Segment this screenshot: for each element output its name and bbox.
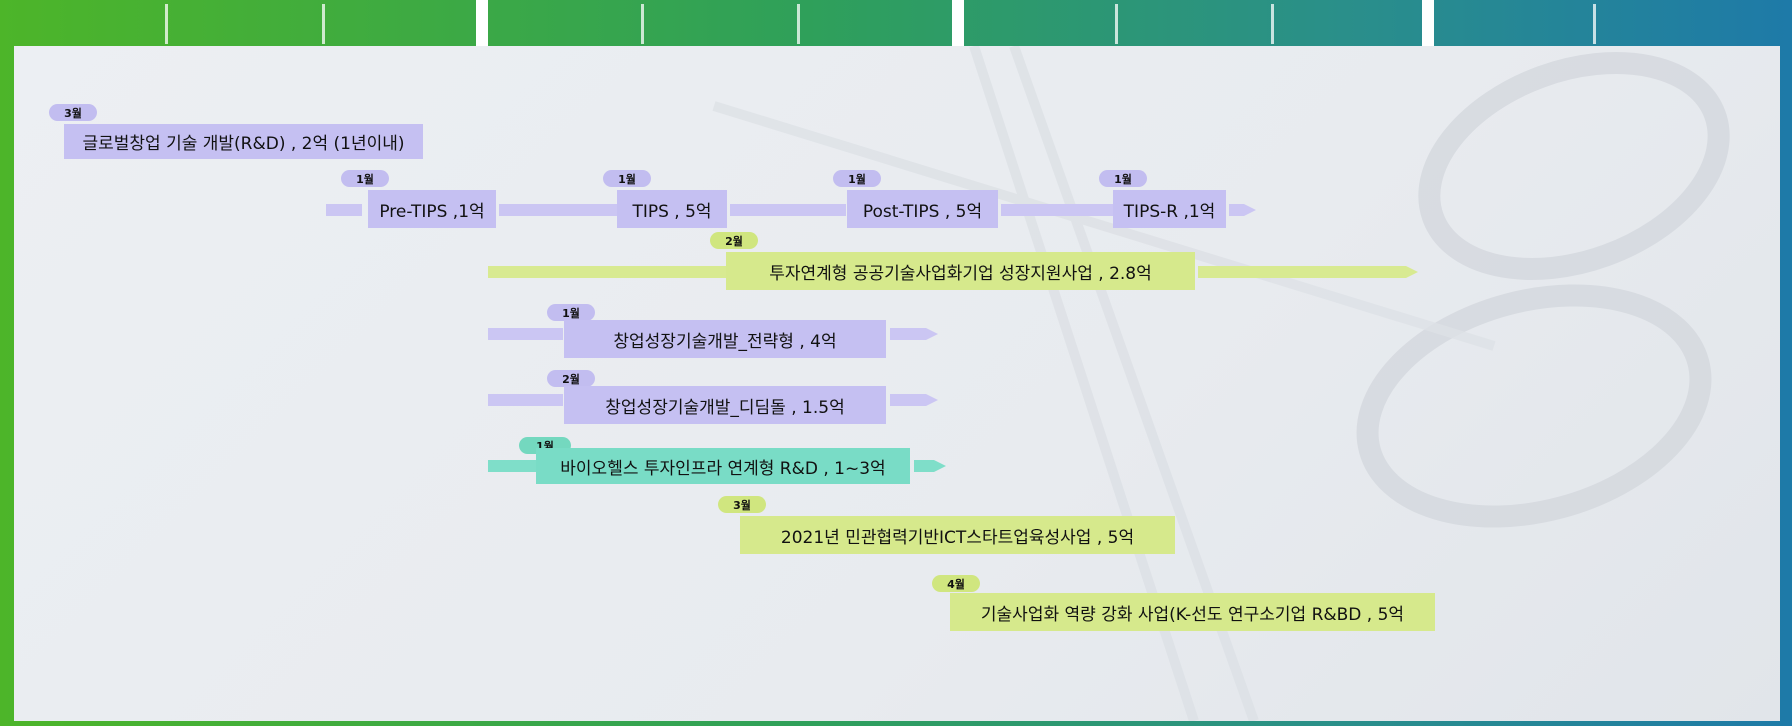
header-divider (1593, 4, 1596, 44)
month-badge-tips: 1월 (603, 170, 651, 187)
timeline-bar (890, 394, 926, 406)
timeline-bar (499, 204, 617, 216)
timeline-bar (914, 460, 934, 472)
month-badge-strategy: 1월 (547, 304, 595, 321)
header-gap-2 (952, 0, 964, 46)
timeline-bar (1001, 204, 1113, 216)
program-bio: 바이오헬스 투자인프라 연계형 R&D , 1~3억 (536, 448, 910, 484)
timeline-bar (488, 394, 563, 406)
program-post-tips: Post-TIPS , 5억 (847, 190, 998, 228)
arrow-head-icon (1244, 204, 1256, 216)
header-gap-1 (476, 0, 488, 46)
month-badge-pretips: 1월 (341, 170, 389, 187)
month-badge-stepping: 2월 (547, 370, 595, 387)
program-tips-r: TIPS-R ,1억 (1113, 190, 1226, 228)
month-badge-post-tips: 1월 (833, 170, 881, 187)
timeline-bar (326, 204, 362, 216)
month-badge-ksundo: 4월 (932, 575, 980, 592)
arrow-head-icon (926, 394, 938, 406)
program-pre-tips: Pre-TIPS ,1억 (368, 190, 496, 228)
timeline-bar (890, 328, 926, 340)
timeline-bar (1198, 266, 1406, 278)
header-divider (797, 4, 800, 44)
header-divider (1115, 4, 1118, 44)
header-divider (165, 4, 168, 44)
program-ict: 2021년 민관협력기반ICT스타트업육성사업 , 5억 (740, 516, 1175, 554)
program-stepping: 창업성장기술개발_디딤돌 , 1.5억 (564, 386, 886, 424)
month-badge-invest: 2월 (710, 232, 758, 249)
timeline-bar (488, 460, 536, 472)
program-global: 글로벌창업 기술 개발(R&D) , 2억 (1년이내) (64, 124, 423, 159)
program-ksundo: 기술사업화 역량 강화 사업(K-선도 연구소기업 R&BD , 5억 (950, 593, 1435, 631)
arrow-head-icon (1406, 266, 1418, 278)
timeline-bar (730, 204, 846, 216)
arrow-head-icon (934, 460, 946, 472)
timeline-bar (1229, 204, 1244, 216)
header-divider (322, 4, 325, 44)
header-gap-3 (1422, 0, 1434, 46)
month-badge-global: 3월 (49, 104, 97, 121)
header-divider (1271, 4, 1274, 44)
timeline-bar (488, 328, 563, 340)
header-divider (641, 4, 644, 44)
arrow-head-icon (926, 328, 938, 340)
roadmap-canvas: 3월 글로벌창업 기술 개발(R&D) , 2억 (1년이내) 1월 Pre-T… (14, 46, 1780, 721)
month-badge-ict: 3월 (718, 496, 766, 513)
program-tips: TIPS , 5억 (617, 190, 727, 228)
program-strategy: 창업성장기술개발_전략형 , 4억 (564, 320, 886, 358)
program-invest: 투자연계형 공공기술사업화기업 성장지원사업 , 2.8억 (726, 252, 1195, 290)
timeline-bar (488, 266, 729, 278)
month-badge-tips-r: 1월 (1099, 170, 1147, 187)
